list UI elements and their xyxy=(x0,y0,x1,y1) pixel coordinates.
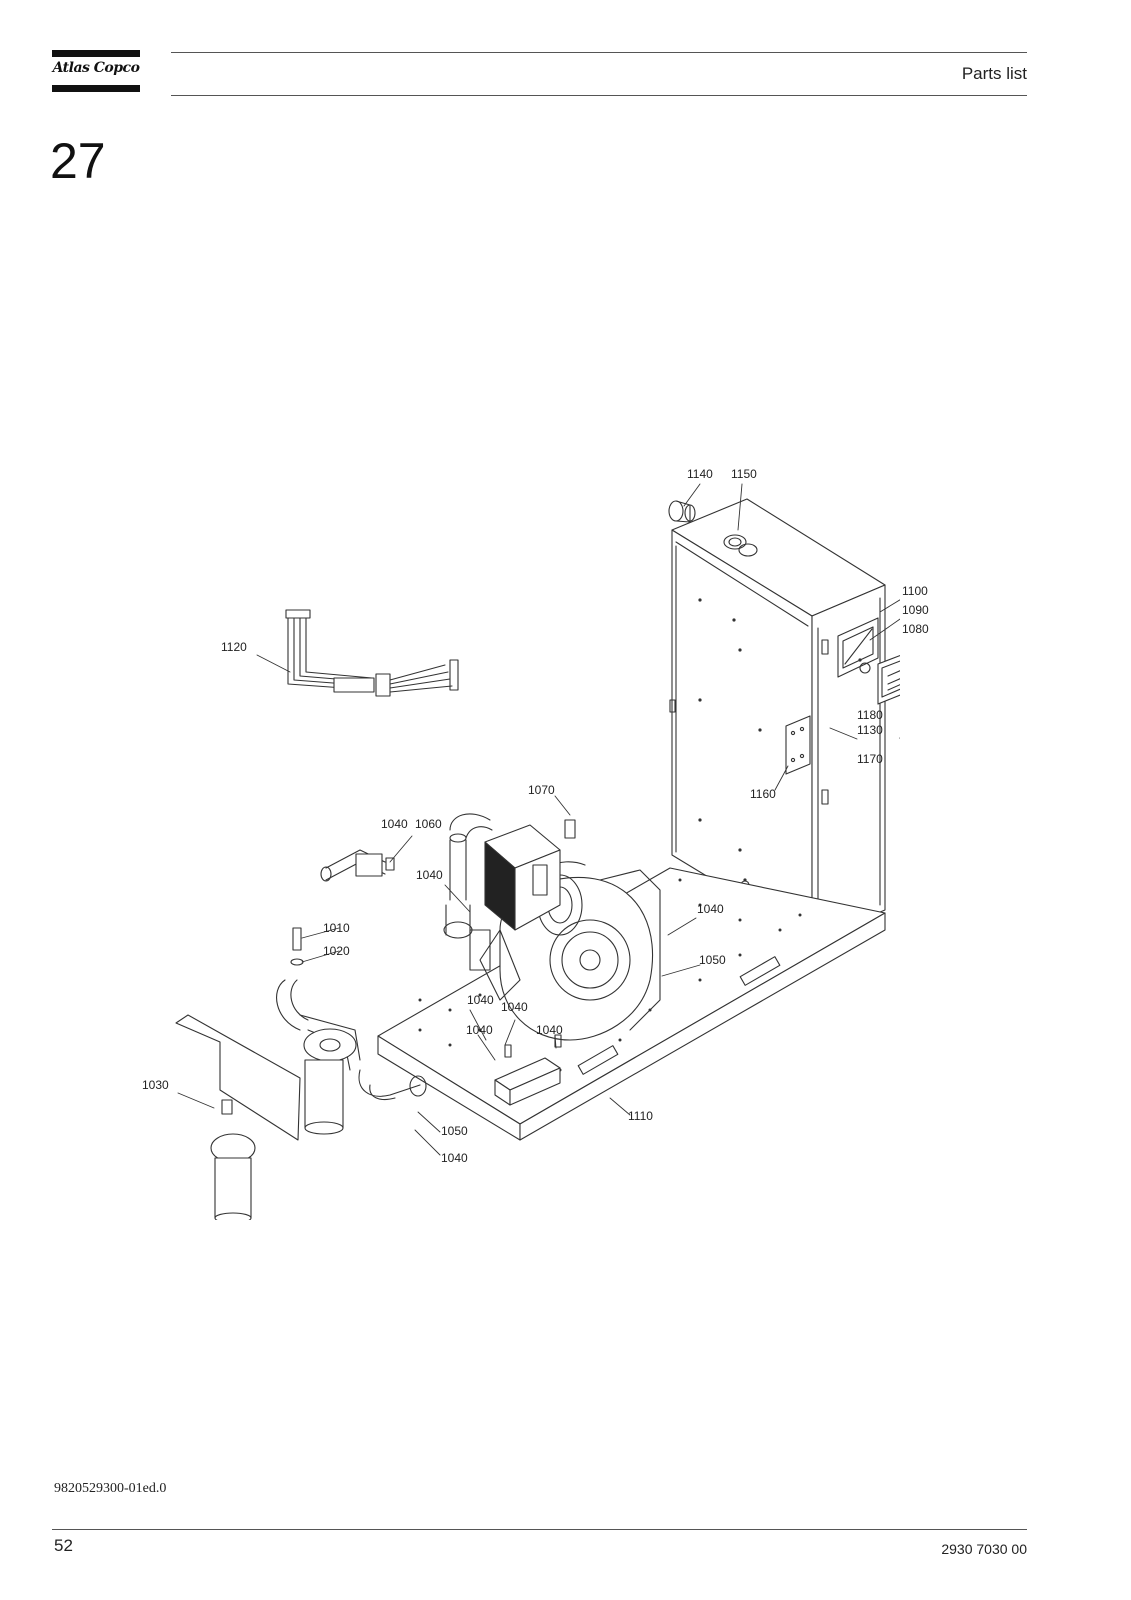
callout-1040-filter: 1040 xyxy=(441,1151,468,1165)
manifold-blocks xyxy=(494,1034,562,1106)
callout-1040-base-d: 1040 xyxy=(536,1023,563,1037)
logo-bar-bottom xyxy=(52,85,140,92)
callout-1050-filter: 1050 xyxy=(441,1124,468,1138)
section-title: Parts list xyxy=(961,64,1027,83)
callout-1040-base-c: 1040 xyxy=(466,1023,493,1037)
atlas-copco-logo: Atlas Copco xyxy=(52,50,140,94)
mounting-plate xyxy=(175,1014,301,1141)
callout-1030: 1030 xyxy=(142,1078,169,1092)
callout-1140: 1140 xyxy=(687,467,713,481)
callout-1170: 1170 xyxy=(857,752,883,766)
document-number: 2930 7030 00 xyxy=(941,1541,1027,1557)
logo-bar-top xyxy=(52,50,140,57)
document-id: 9820529300-01ed.0 xyxy=(54,1481,167,1496)
callout-1090: 1090 xyxy=(902,603,929,617)
controller xyxy=(877,654,900,705)
callout-1040-inlet: 1040 xyxy=(416,868,443,882)
filter-assembly xyxy=(210,927,427,1220)
leader-lines xyxy=(177,483,900,1156)
logo-text: Atlas Copco xyxy=(52,60,140,76)
exploded-parts-drawing xyxy=(175,483,900,1220)
callout-1040-base-a: 1040 xyxy=(467,993,494,1007)
callout-1160: 1160 xyxy=(750,787,776,801)
callout-1060: 1060 xyxy=(415,817,442,831)
header-rule-bottom xyxy=(171,95,1027,96)
callout-1040-element: 1040 xyxy=(697,902,724,916)
callout-1150: 1150 xyxy=(731,467,757,481)
callout-1120: 1120 xyxy=(221,640,247,654)
callout-1040-hose: 1040 xyxy=(381,817,408,831)
pump-element xyxy=(443,813,661,1041)
callout-1110: 1110 xyxy=(628,1109,653,1123)
callout-1080: 1080 xyxy=(902,622,929,636)
callout-1100: 1100 xyxy=(902,584,928,598)
callout-1040-base-b: 1040 xyxy=(501,1000,528,1014)
page-number: 52 xyxy=(54,1536,73,1555)
top-fittings xyxy=(668,500,758,557)
chapter-number: 27 xyxy=(50,133,106,189)
callout-1180: 1180 xyxy=(857,708,883,722)
cabinet xyxy=(669,498,886,941)
footer-rule xyxy=(52,1529,1027,1530)
callout-1050-element: 1050 xyxy=(699,953,726,967)
callout-1070: 1070 xyxy=(528,783,555,797)
hose-assembly xyxy=(320,849,395,882)
cable-harness xyxy=(285,609,459,697)
callout-1020: 1020 xyxy=(323,944,350,958)
callout-1130: 1130 xyxy=(857,723,883,737)
callout-1010: 1010 xyxy=(323,921,350,935)
header-rule-top xyxy=(171,52,1027,53)
